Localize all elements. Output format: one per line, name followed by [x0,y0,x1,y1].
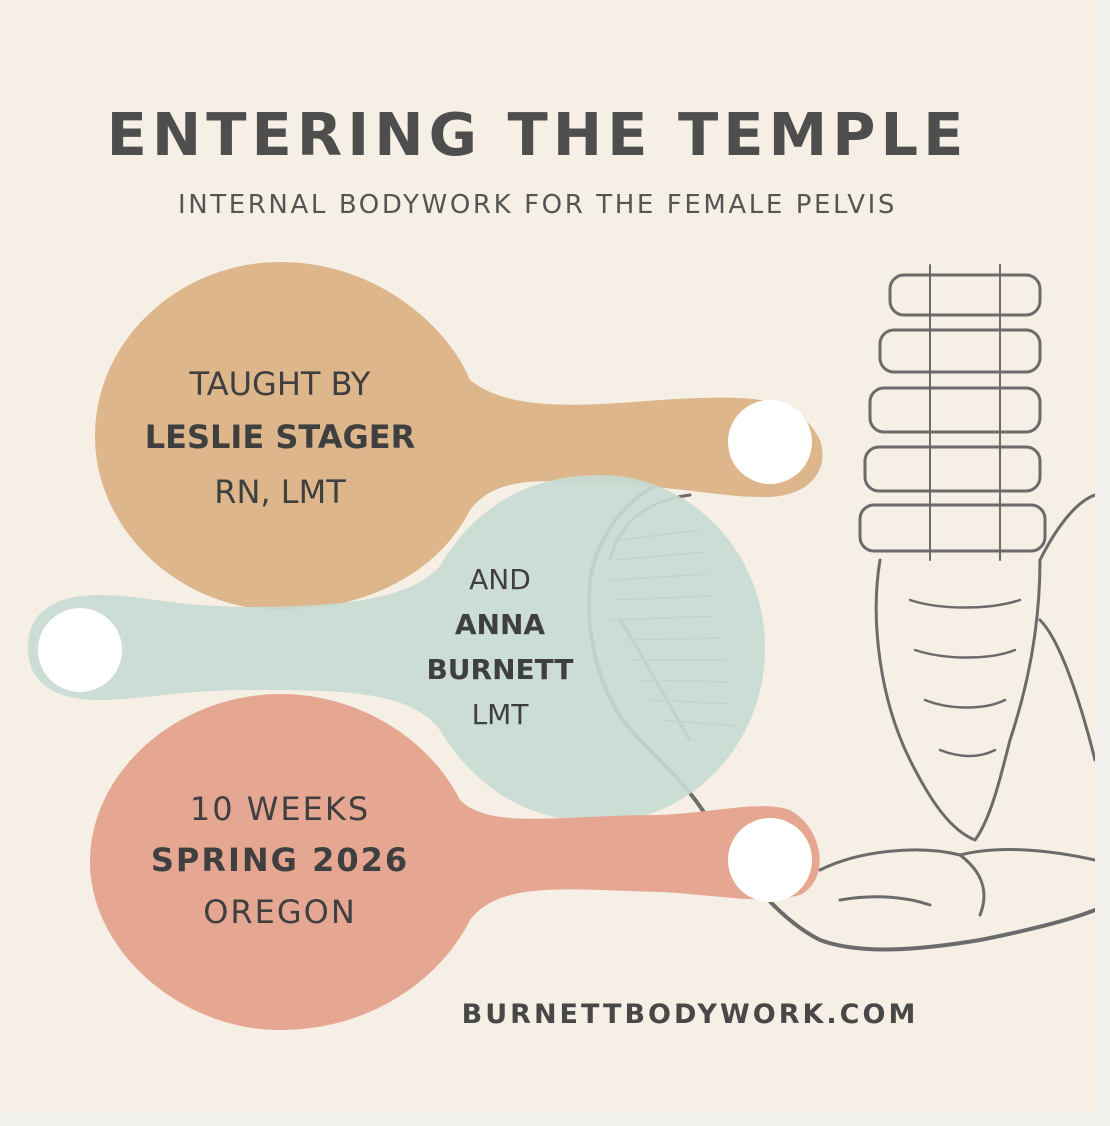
taught-by-label: TAUGHT BY [189,365,371,403]
dot-sage [38,608,122,692]
website-link[interactable]: BURNETTBODYWORK.COM [461,999,919,1030]
poster: ENTERING THE TEMPLE INTERNAL BODYWORK FO… [28,100,1095,1030]
sage-blob [28,475,765,822]
duration-label: 10 WEEKS [189,790,371,828]
instructor2-credentials: LMT [471,698,529,731]
page-title: ENTERING THE TEMPLE [106,100,969,169]
pelvis-illustration [28,262,1095,1030]
dot-tan [728,400,812,484]
instructor1-credentials: RN, LMT [214,473,346,511]
dot-coral [728,818,812,902]
instructor1-name: LESLIE STAGER [144,418,416,456]
season-label: SPRING 2026 [150,841,410,879]
coral-blob [90,694,820,1030]
and-label: AND [469,563,531,596]
instructor2-first-name: ANNA [454,608,546,641]
tan-blob [95,262,823,610]
page-subtitle: INTERNAL BODYWORK FOR THE FEMALE PELVIS [177,190,898,220]
instructor2-last-name: BURNETT [426,653,574,686]
location-label: OREGON [203,893,357,931]
